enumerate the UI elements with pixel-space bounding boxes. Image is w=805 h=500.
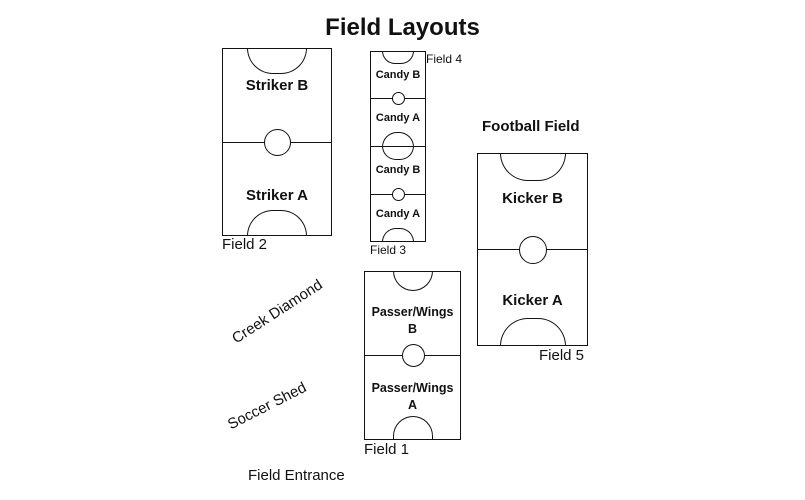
field-5-label: Field 5 bbox=[539, 347, 585, 364]
center-circle bbox=[402, 344, 425, 367]
center-circle bbox=[264, 129, 291, 156]
field-2[interactable]: Striker B Striker A bbox=[222, 48, 332, 236]
football-field-label: Football Field bbox=[482, 118, 580, 135]
goal-arc-bottom bbox=[247, 210, 307, 236]
goal-arc-bottom bbox=[382, 228, 414, 242]
goal-arc-bottom bbox=[393, 416, 433, 440]
field-1[interactable]: Passer/Wings B Passer/Wings A bbox=[364, 271, 461, 440]
zone-field3-candy-a: Candy A bbox=[375, 208, 421, 220]
field-2-label: Field 2 bbox=[222, 236, 268, 253]
zone-field4-candy-b: Candy B bbox=[375, 69, 421, 81]
center-circle bbox=[519, 236, 547, 264]
zone-striker-b: Striker B bbox=[245, 77, 309, 94]
center-circle bbox=[392, 188, 405, 201]
field-entrance-label: Field Entrance bbox=[248, 467, 345, 484]
zone-field4-candy-a: Candy A bbox=[375, 112, 421, 124]
soccer-shed-label: Soccer Shed bbox=[225, 379, 310, 434]
field-5[interactable]: Kicker B Kicker A bbox=[477, 153, 588, 346]
zone-kicker-a: Kicker A bbox=[502, 292, 563, 309]
diagram-title: Field Layouts bbox=[325, 14, 480, 41]
goal-arc-top bbox=[247, 48, 307, 74]
zone-kicker-b: Kicker B bbox=[502, 190, 563, 207]
goal-arc-top bbox=[393, 271, 433, 291]
field-4-label: Field 4 bbox=[426, 52, 463, 66]
goal-arc-top bbox=[382, 51, 414, 64]
goal-arc-top bbox=[500, 153, 566, 181]
field-3-label: Field 3 bbox=[370, 243, 407, 257]
zone-field3-candy-b: Candy B bbox=[375, 164, 421, 176]
goal-arc-bottom bbox=[500, 318, 566, 346]
zone-passer-wings-b: Passer/Wings B bbox=[371, 305, 454, 336]
center-circle bbox=[392, 92, 405, 105]
goal-arc-top bbox=[382, 146, 414, 160]
creek-diamond-label: Creek Diamond bbox=[229, 276, 326, 348]
field-3-4-strip[interactable]: Candy B Candy A Candy B Candy A bbox=[370, 51, 426, 242]
zone-striker-a: Striker A bbox=[246, 187, 308, 204]
goal-arc-bottom bbox=[382, 132, 414, 147]
field-1-label: Field 1 bbox=[364, 441, 410, 458]
zone-passer-wings-a: Passer/Wings A bbox=[371, 381, 454, 412]
